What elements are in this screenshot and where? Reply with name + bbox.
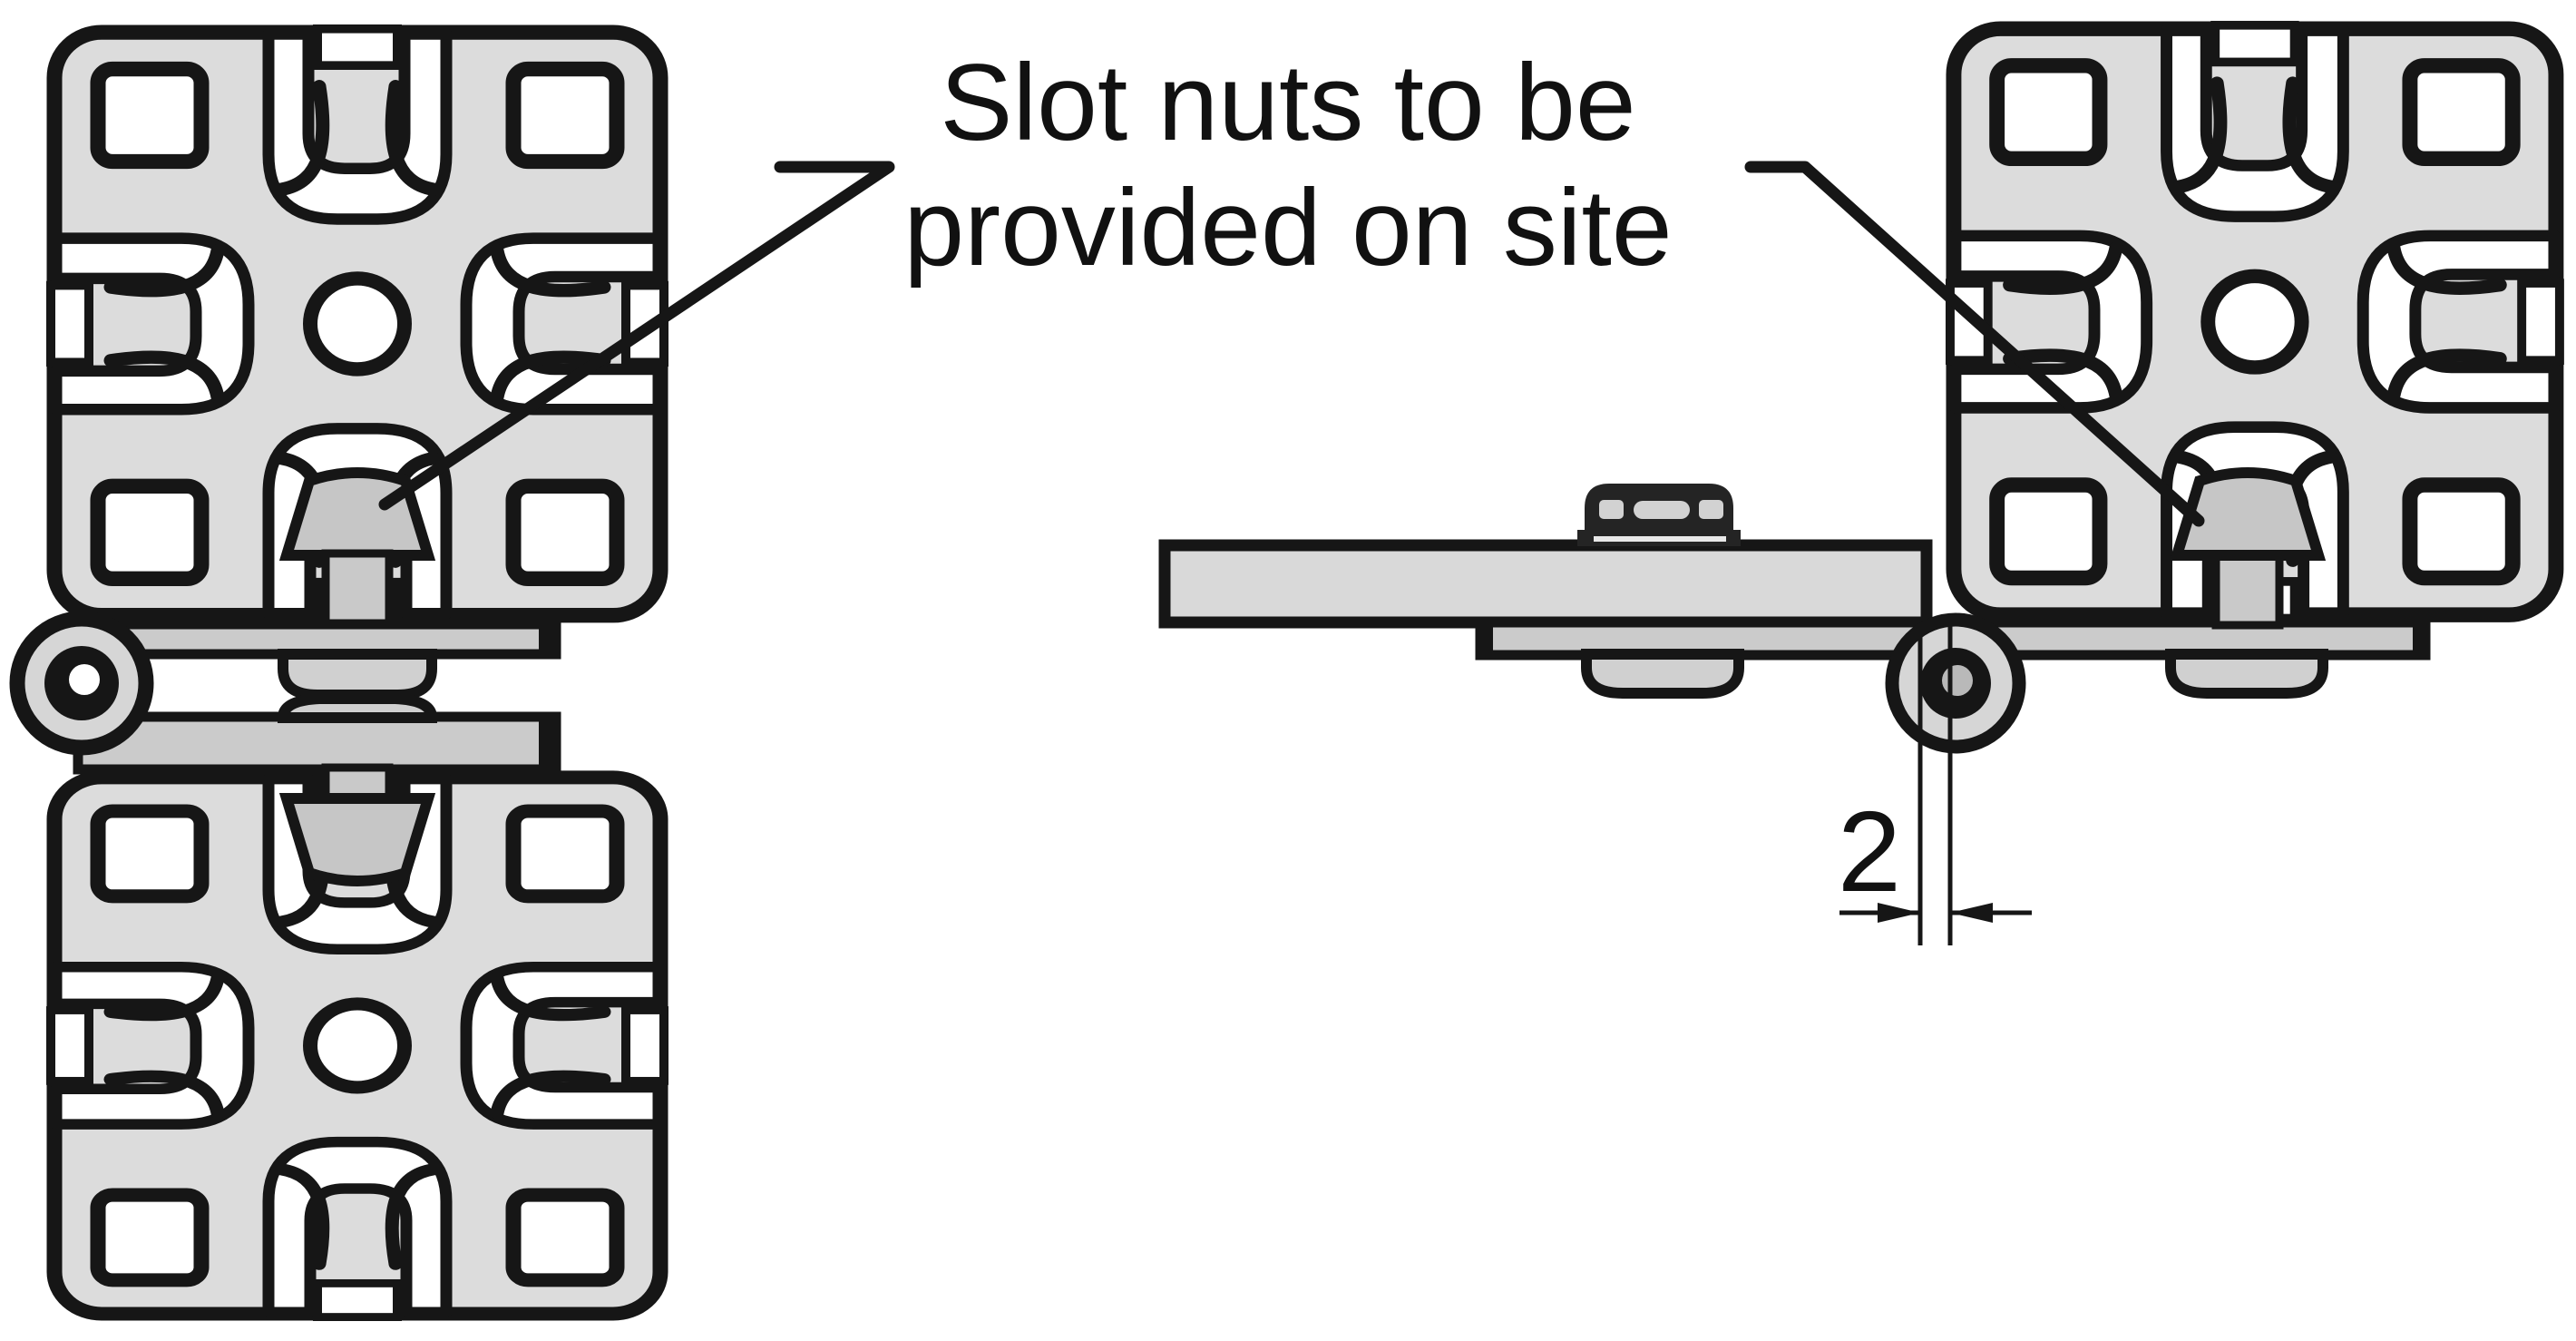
- slot-nut-right-profile: [2169, 467, 2327, 561]
- screw-shaft-top: [321, 549, 394, 631]
- hinge-leaf-lower: [73, 711, 561, 775]
- screw-head-lower: [277, 693, 438, 723]
- dimension-value: 2: [1838, 788, 1901, 915]
- annotation-line-2: provided on site: [903, 167, 1672, 289]
- hinge-leaf-lower-end: [539, 715, 557, 771]
- hinge-leaf-side-left-end: [1478, 621, 1493, 657]
- annotation-line-1: Slot nuts to be: [940, 42, 1635, 163]
- hinge-pin-hole-front: [69, 664, 100, 695]
- hinge-pin-hole-side: [1942, 665, 1973, 696]
- screw-shaft-right: [2211, 549, 2284, 630]
- annotation: Slot nuts to be provided on site: [378, 42, 2205, 527]
- screw-head-panel-side: [1581, 649, 1744, 699]
- hinge-leaf-upper-end: [539, 622, 557, 656]
- hex-nut: [1577, 484, 1741, 546]
- door-panel: [1158, 539, 1933, 629]
- arrowhead-left-icon: [1950, 903, 1993, 923]
- screw-head-upper: [278, 649, 437, 700]
- leader-line-right: [1744, 161, 2205, 527]
- leader-line-left: [378, 161, 895, 511]
- arrowhead-right-icon: [1878, 903, 1920, 923]
- slot-nut-bottom-profile: [278, 793, 436, 886]
- dimension-2mm: 2: [1838, 626, 2032, 945]
- front-view-assembly: [9, 29, 664, 1317]
- hinge-leaf-side-right-end: [2413, 621, 2427, 657]
- side-view-assembly: [1158, 25, 2560, 754]
- screw-head-profile-side: [2165, 649, 2328, 699]
